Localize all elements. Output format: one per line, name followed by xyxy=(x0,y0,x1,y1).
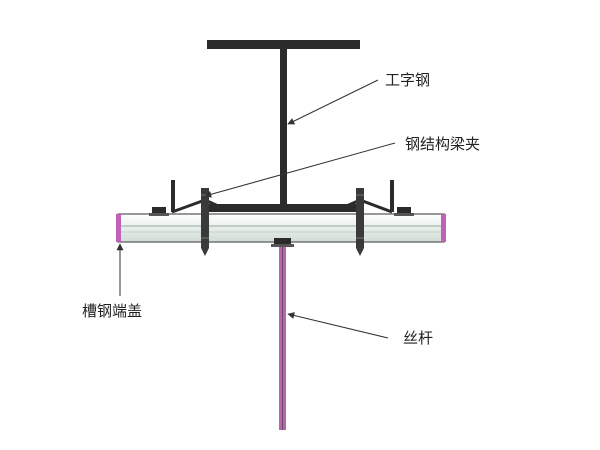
leader-beam-clamp xyxy=(204,142,396,198)
threaded-rod xyxy=(279,246,286,430)
channel-end-cap-right xyxy=(441,214,446,242)
label-threaded-rod: 丝杆 xyxy=(403,329,433,347)
beam-clamp-right xyxy=(339,180,394,256)
nut-left xyxy=(149,207,169,216)
nut-center xyxy=(271,238,294,247)
channel-steel xyxy=(117,213,445,243)
beam-clamp-left xyxy=(171,180,226,256)
leader-threaded-rod xyxy=(287,312,389,339)
label-channel-end-cap: 槽钢端盖 xyxy=(82,302,142,320)
nut-right xyxy=(394,207,414,216)
label-beam-clamp: 钢结构梁夹 xyxy=(405,135,480,153)
channel-end-cap-left xyxy=(116,214,121,242)
leader-i-beam xyxy=(287,79,379,125)
i-beam xyxy=(205,40,363,212)
label-i-beam: 工字钢 xyxy=(385,71,430,89)
